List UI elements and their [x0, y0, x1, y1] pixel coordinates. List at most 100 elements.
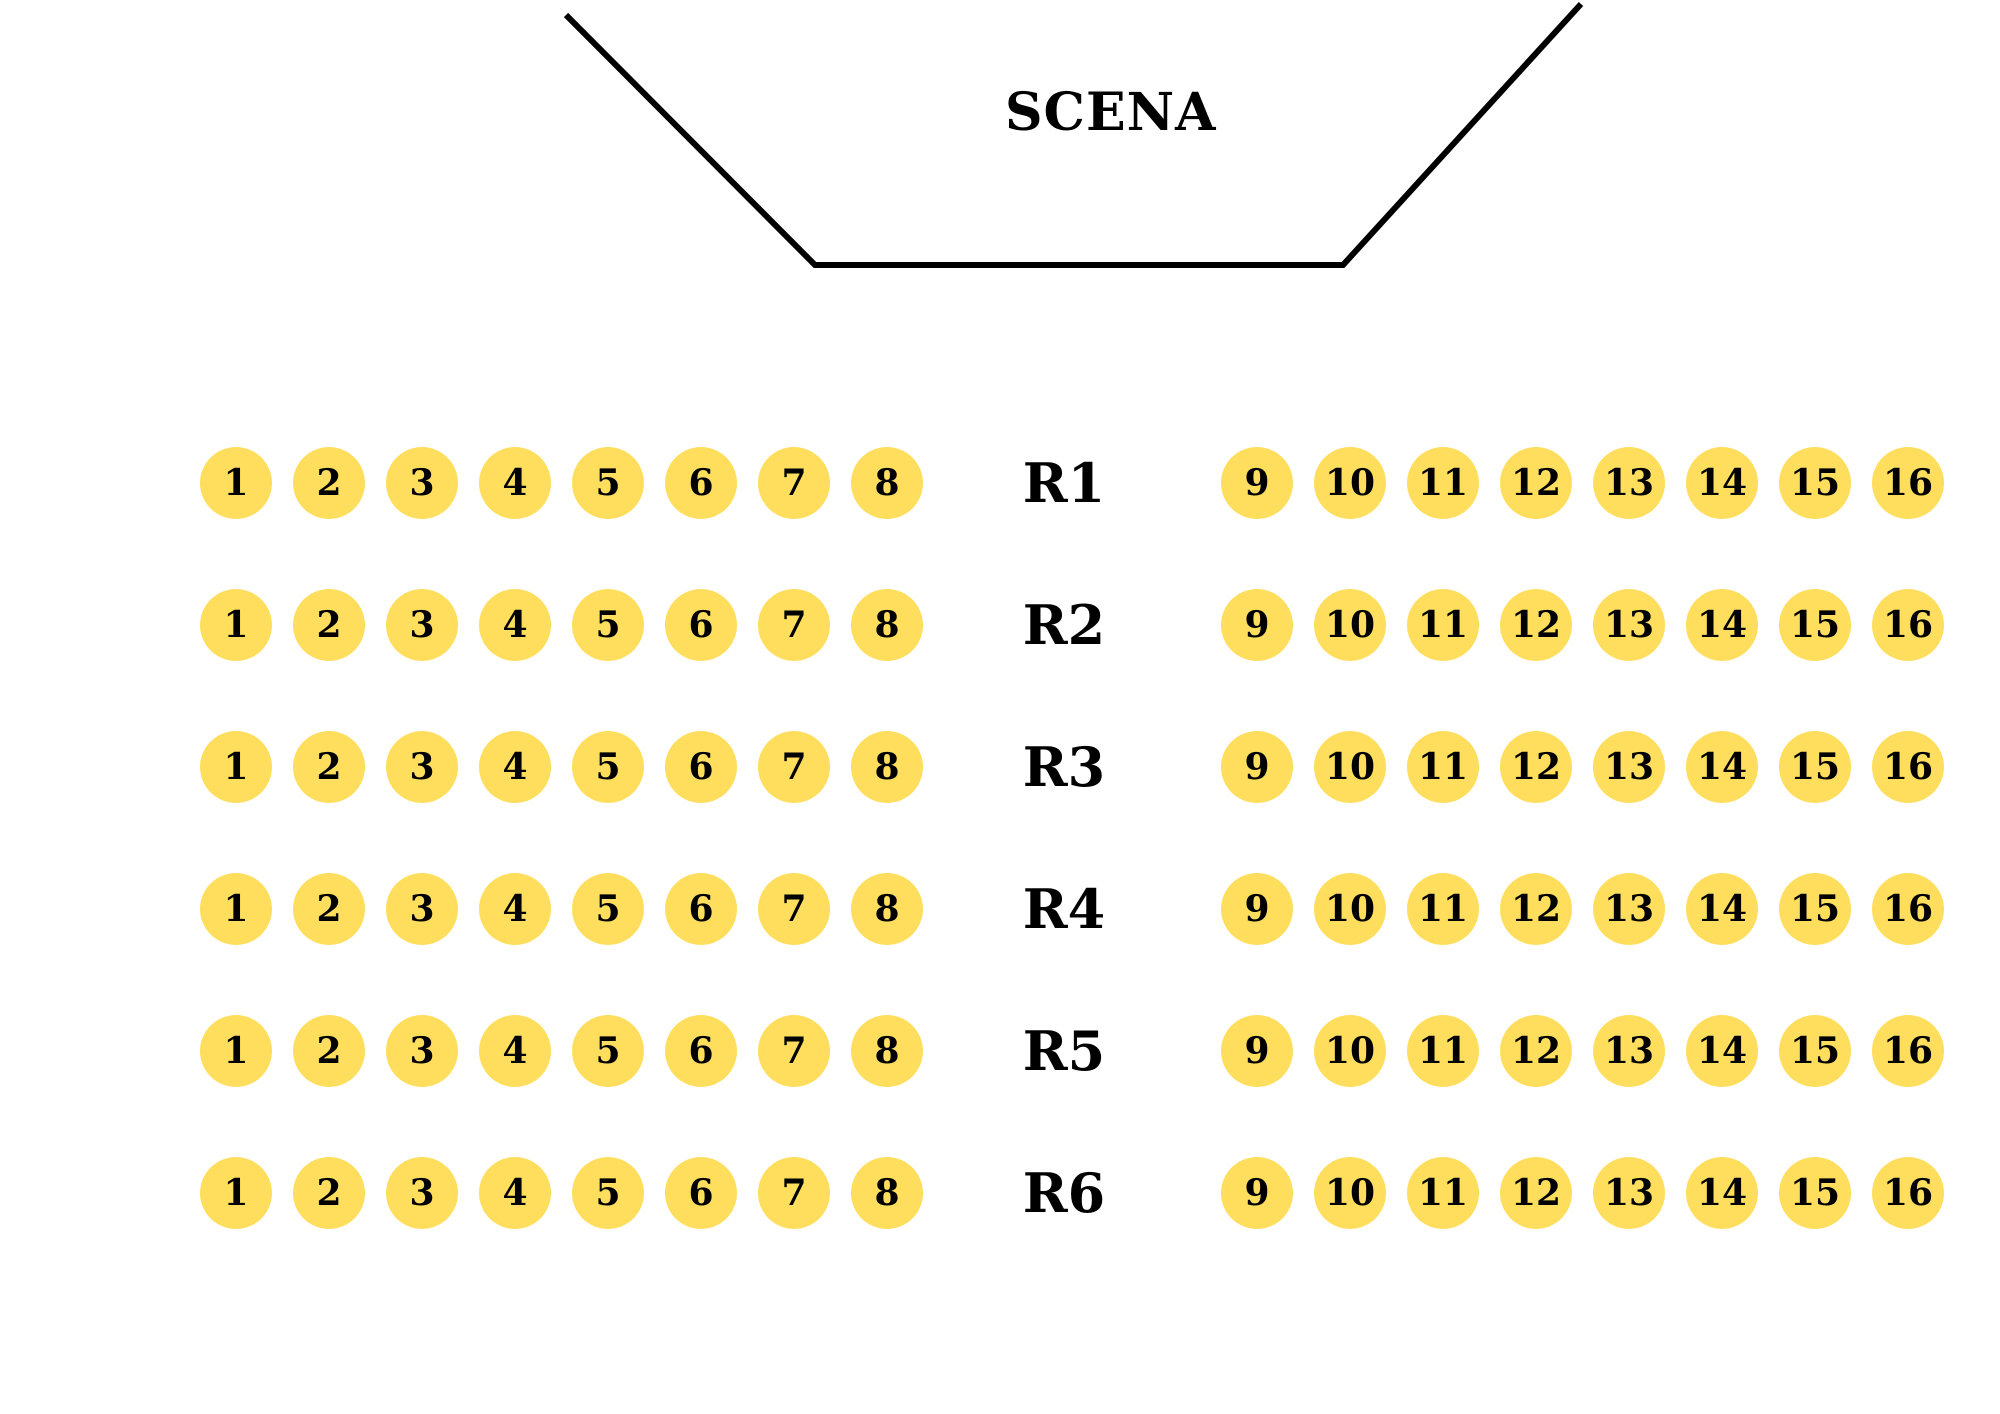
- seat[interactable]: 12: [1500, 873, 1572, 945]
- seat[interactable]: 11: [1407, 447, 1479, 519]
- seat[interactable]: 3: [386, 1157, 458, 1229]
- seat[interactable]: 1: [200, 873, 272, 945]
- seat[interactable]: 12: [1500, 1015, 1572, 1087]
- seat[interactable]: 3: [386, 589, 458, 661]
- seat[interactable]: 5: [572, 1015, 644, 1087]
- seat[interactable]: 8: [851, 447, 923, 519]
- seat[interactable]: 15: [1779, 873, 1851, 945]
- seat[interactable]: 11: [1407, 1015, 1479, 1087]
- seat[interactable]: 8: [851, 1015, 923, 1087]
- seat[interactable]: 5: [572, 731, 644, 803]
- seat[interactable]: 13: [1593, 1157, 1665, 1229]
- seat[interactable]: 10: [1314, 731, 1386, 803]
- seat[interactable]: 16: [1872, 731, 1944, 803]
- seat[interactable]: 14: [1686, 1015, 1758, 1087]
- seat[interactable]: 9: [1221, 1015, 1293, 1087]
- seat[interactable]: 5: [572, 873, 644, 945]
- seat[interactable]: 8: [851, 873, 923, 945]
- seat[interactable]: 15: [1779, 589, 1851, 661]
- seat[interactable]: 16: [1872, 1157, 1944, 1229]
- seat[interactable]: 4: [479, 1015, 551, 1087]
- seat[interactable]: 4: [479, 589, 551, 661]
- seat[interactable]: 14: [1686, 873, 1758, 945]
- seat[interactable]: 3: [386, 731, 458, 803]
- seat[interactable]: 5: [572, 1157, 644, 1229]
- seat[interactable]: 15: [1779, 731, 1851, 803]
- seat[interactable]: 1: [200, 1157, 272, 1229]
- seat[interactable]: 7: [758, 447, 830, 519]
- seat[interactable]: 8: [851, 1157, 923, 1229]
- seat[interactable]: 9: [1221, 589, 1293, 661]
- seat[interactable]: 4: [479, 1157, 551, 1229]
- seat[interactable]: 7: [758, 589, 830, 661]
- seat[interactable]: 3: [386, 873, 458, 945]
- seat[interactable]: 14: [1686, 589, 1758, 661]
- seat[interactable]: 1: [200, 589, 272, 661]
- seat[interactable]: 6: [665, 1015, 737, 1087]
- seat[interactable]: 7: [758, 873, 830, 945]
- seat[interactable]: 11: [1407, 589, 1479, 661]
- seat[interactable]: 10: [1314, 1157, 1386, 1229]
- seat[interactable]: 2: [293, 1157, 365, 1229]
- seat[interactable]: 7: [758, 1015, 830, 1087]
- seat[interactable]: 15: [1779, 1015, 1851, 1087]
- seat[interactable]: 6: [665, 589, 737, 661]
- seat[interactable]: 6: [665, 731, 737, 803]
- seat[interactable]: 11: [1407, 873, 1479, 945]
- seat[interactable]: 16: [1872, 1015, 1944, 1087]
- seat[interactable]: 9: [1221, 1157, 1293, 1229]
- seat[interactable]: 10: [1314, 873, 1386, 945]
- seat[interactable]: 9: [1221, 731, 1293, 803]
- seat[interactable]: 2: [293, 731, 365, 803]
- seat[interactable]: 13: [1593, 873, 1665, 945]
- seat[interactable]: 13: [1593, 731, 1665, 803]
- seat[interactable]: 16: [1872, 447, 1944, 519]
- seat[interactable]: 13: [1593, 589, 1665, 661]
- seat[interactable]: 1: [200, 731, 272, 803]
- seat[interactable]: 16: [1872, 589, 1944, 661]
- seat[interactable]: 4: [479, 731, 551, 803]
- seat[interactable]: 9: [1221, 873, 1293, 945]
- seat[interactable]: 2: [293, 589, 365, 661]
- seat[interactable]: 3: [386, 1015, 458, 1087]
- seat[interactable]: 6: [665, 873, 737, 945]
- seat[interactable]: 12: [1500, 589, 1572, 661]
- seat[interactable]: 4: [479, 447, 551, 519]
- seat[interactable]: 2: [293, 447, 365, 519]
- seat[interactable]: 16: [1872, 873, 1944, 945]
- seat[interactable]: 12: [1500, 447, 1572, 519]
- seat[interactable]: 6: [665, 447, 737, 519]
- seat[interactable]: 8: [851, 731, 923, 803]
- seat[interactable]: 11: [1407, 731, 1479, 803]
- seat[interactable]: 6: [665, 1157, 737, 1229]
- seat[interactable]: 12: [1500, 1157, 1572, 1229]
- row-label: R5: [1022, 1019, 1106, 1083]
- seat[interactable]: 3: [386, 447, 458, 519]
- seat[interactable]: 1: [200, 447, 272, 519]
- seat[interactable]: 13: [1593, 447, 1665, 519]
- seat[interactable]: 5: [572, 447, 644, 519]
- seat[interactable]: 14: [1686, 1157, 1758, 1229]
- seat[interactable]: 11: [1407, 1157, 1479, 1229]
- seat[interactable]: 12: [1500, 731, 1572, 803]
- seat[interactable]: 9: [1221, 447, 1293, 519]
- seat[interactable]: 10: [1314, 447, 1386, 519]
- seat[interactable]: 14: [1686, 447, 1758, 519]
- seat[interactable]: 14: [1686, 731, 1758, 803]
- seat[interactable]: 10: [1314, 589, 1386, 661]
- seat[interactable]: 7: [758, 1157, 830, 1229]
- seat[interactable]: 2: [293, 873, 365, 945]
- seat[interactable]: 5: [572, 589, 644, 661]
- seat[interactable]: 15: [1779, 1157, 1851, 1229]
- seat[interactable]: 4: [479, 873, 551, 945]
- seat[interactable]: 2: [293, 1015, 365, 1087]
- seat[interactable]: 10: [1314, 1015, 1386, 1087]
- seat[interactable]: 15: [1779, 447, 1851, 519]
- seat[interactable]: 8: [851, 589, 923, 661]
- seat[interactable]: 1: [200, 1015, 272, 1087]
- seat[interactable]: 13: [1593, 1015, 1665, 1087]
- seat[interactable]: 7: [758, 731, 830, 803]
